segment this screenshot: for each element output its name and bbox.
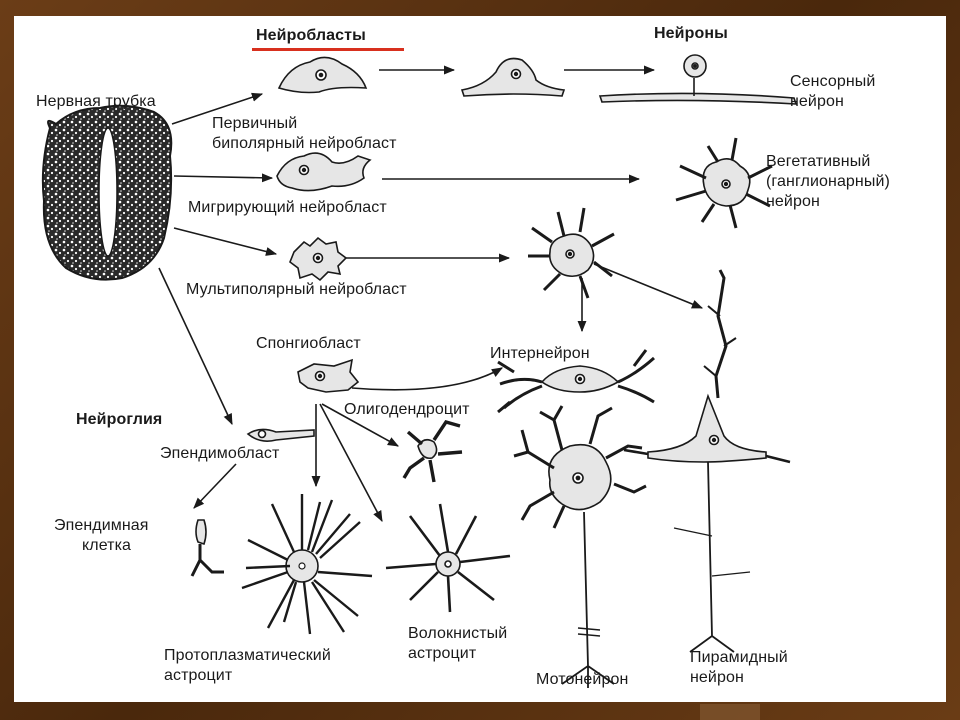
pyramidal-neuron (623, 269, 791, 653)
vegetative-neuron (675, 137, 773, 229)
label-oligodendrocyte: Олигодендроцит (344, 401, 470, 418)
ependymal-cell (190, 519, 224, 577)
frame-accent-strip (700, 704, 760, 720)
primary-bipolar-neuroblast (277, 56, 368, 94)
oligodendrocyte (402, 420, 463, 483)
label-motoneuron: Мотонейрон (536, 671, 629, 688)
neuron-cell-icon (647, 393, 767, 463)
arrow-icon (351, 367, 503, 391)
multipolar-young-neuron (528, 207, 615, 299)
arrow-icon (171, 92, 264, 125)
protoplasmic-astrocyte (241, 494, 373, 635)
label-primary-bipolar-2: биполярный нейробласт (212, 135, 397, 152)
arrow-icon (319, 403, 383, 522)
arrow-icon (173, 227, 278, 256)
fibrous-astrocyte (385, 503, 511, 613)
arrow-icon (158, 267, 233, 426)
motoneuron (513, 405, 647, 688)
label-vegetative-3: нейрон (766, 193, 820, 210)
header-neuroglia: Нейроглия (76, 411, 163, 428)
label-ependymal-1: Эпендимная (54, 517, 149, 534)
label-interneuron: Интернейрон (490, 345, 590, 362)
label-neural-tube: Нервная трубка (36, 93, 156, 110)
label-fibrous-1: Волокнистый (408, 625, 508, 642)
arrows (158, 65, 704, 522)
label-pyramidal-2: нейрон (690, 669, 744, 686)
migrating-neuroblast (276, 152, 372, 192)
label-ependymoblast: Эпендимобласт (160, 445, 280, 462)
label-vegetative-2: (ганглионарный) (766, 173, 890, 190)
arrow-icon (593, 263, 704, 309)
neural-tube-icon (41, 104, 173, 281)
interneuron (497, 349, 655, 414)
glial-cell-icon (417, 438, 438, 460)
label-fibrous-2: астроцит (408, 645, 477, 662)
label-primary-bipolar-1: Первичный (212, 115, 298, 132)
neuroglia (190, 358, 511, 635)
arrow-icon (193, 463, 237, 509)
glial-cell-icon (195, 519, 207, 546)
label-sensory-1: Сенсорный (790, 73, 876, 90)
label-spongioblast: Спонгиобласт (256, 335, 361, 352)
neurogenesis-diagram (41, 54, 798, 688)
label-multipolar: Мультиполярный нейробласт (186, 281, 407, 298)
sensory-neuron (598, 54, 798, 105)
arrow-icon (321, 403, 399, 447)
neuroblasts (276, 56, 566, 282)
label-protoplasmic-1: Протоплазматический (164, 647, 331, 664)
glial-cell-icon (297, 358, 360, 393)
header-underline (252, 48, 404, 51)
bipolar-neuroblast-stage-2 (460, 57, 566, 97)
label-ependymal-2: клетка (82, 537, 132, 554)
label-sensory-2: нейрон (790, 93, 844, 110)
ependymoblast (246, 428, 315, 442)
label-protoplasmic-2: астроцит (164, 667, 233, 684)
label-migrating: Мигрирующий нейробласт (188, 199, 387, 216)
arrow-icon (173, 173, 274, 183)
header-neurons: Нейроны (654, 25, 728, 42)
label-vegetative-1: Вегетативный (766, 153, 871, 170)
neurons (497, 54, 798, 688)
spongioblast (297, 358, 360, 393)
neuroblast-cell-icon (276, 152, 372, 192)
diagram-panel: Нейробласты Нейроны Нейроглия Нервная тр… (14, 16, 946, 702)
label-pyramidal-1: Пирамидный (690, 649, 788, 666)
header-neuroblasts: Нейробласты (256, 27, 366, 44)
multipolar-neuroblast (289, 236, 348, 282)
